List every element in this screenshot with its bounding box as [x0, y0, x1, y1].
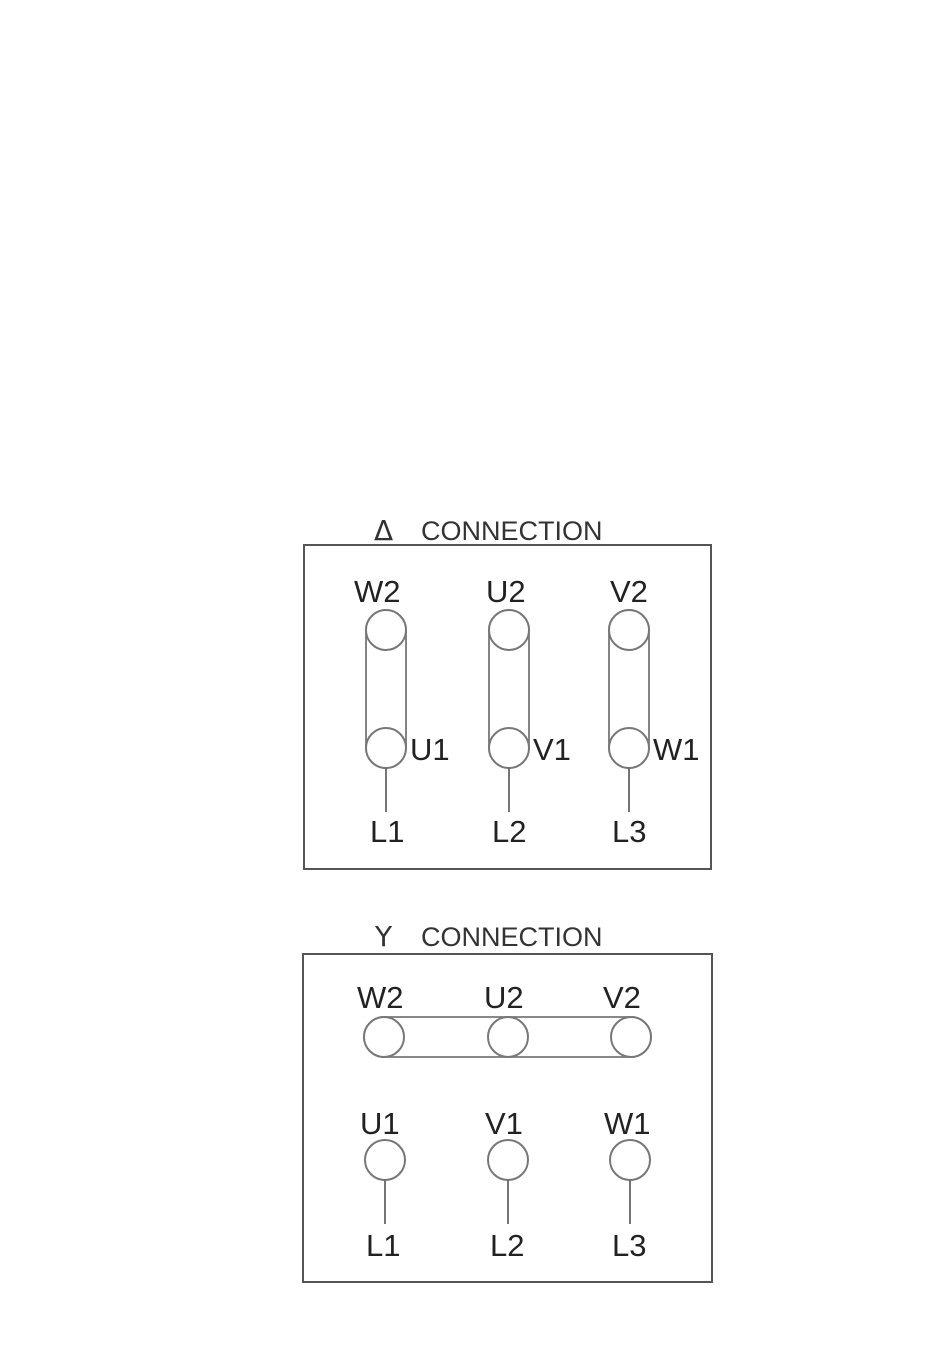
delta-label-w2: W2 — [354, 574, 401, 609]
star-connection: Y CONNECTION W2 U2 V2 U1 V1 W1 L1 L2 L3 — [303, 920, 712, 1282]
delta-symbol: Δ — [374, 514, 393, 547]
delta-label-u2: U2 — [486, 574, 526, 609]
star-label-l1: L1 — [366, 1228, 400, 1263]
delta-label-l3: L3 — [612, 814, 646, 849]
delta-terminal-v1 — [489, 728, 529, 768]
delta-label-w1: W1 — [653, 732, 700, 767]
delta-terminal-w1 — [609, 728, 649, 768]
star-label-u2: U2 — [484, 980, 524, 1015]
star-label-u1: U1 — [360, 1106, 400, 1141]
star-terminal-w2 — [364, 1017, 404, 1057]
star-terminal-w1 — [610, 1140, 650, 1180]
delta-terminal-u1 — [366, 728, 406, 768]
star-symbol: Y — [374, 920, 393, 953]
star-terminal-v1 — [488, 1140, 528, 1180]
star-label-l3: L3 — [612, 1228, 646, 1263]
star-label-w2: W2 — [357, 980, 404, 1015]
delta-label-v1: V1 — [533, 732, 571, 767]
star-label-l2: L2 — [490, 1228, 524, 1263]
star-label-w1: W1 — [604, 1106, 651, 1141]
star-label-v2: V2 — [603, 980, 641, 1015]
star-terminal-u1 — [365, 1140, 405, 1180]
delta-terminal-u2 — [489, 610, 529, 650]
delta-terminal-v2 — [609, 610, 649, 650]
delta-title: CONNECTION — [421, 516, 603, 546]
delta-terminal-w2 — [366, 610, 406, 650]
delta-connection: Δ CONNECTION W2 U1 L1 U2 V1 L2 V2 W1 L3 — [304, 514, 711, 869]
delta-label-v2: V2 — [610, 574, 648, 609]
star-label-v1: V1 — [485, 1106, 523, 1141]
star-terminal-v2 — [611, 1017, 651, 1057]
star-title: CONNECTION — [421, 922, 603, 952]
star-terminal-u2 — [488, 1017, 528, 1057]
delta-label-l1: L1 — [370, 814, 404, 849]
delta-label-u1: U1 — [410, 732, 450, 767]
delta-label-l2: L2 — [492, 814, 526, 849]
